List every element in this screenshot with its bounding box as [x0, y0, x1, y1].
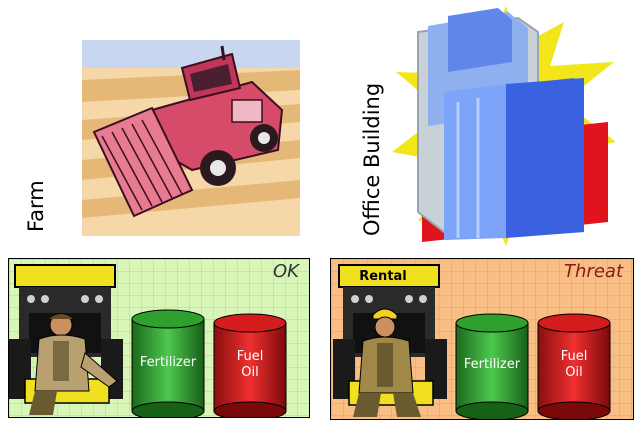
truck-icon [333, 264, 447, 417]
fertilizer-barrel: Fertilizer [131, 309, 205, 417]
fuel-oil-barrel: Fuel Oil [537, 313, 611, 419]
status-ok-label: OK [273, 261, 299, 282]
fuel-oil-label-line1: Fuel [236, 349, 264, 364]
fertilizer-label: Fertilizer [139, 355, 197, 370]
fuel-oil-label-line1: Fuel [560, 349, 588, 364]
fuel-oil-label-line2: Oil [241, 365, 259, 380]
worker-icon [353, 308, 421, 417]
status-threat-label: Threat [564, 261, 623, 282]
combine-harvester-icon [82, 40, 300, 236]
truck-icon [9, 264, 123, 415]
fertilizer-barrel: Fertilizer [455, 313, 529, 419]
office-supply-panel: Threat Rental [330, 258, 634, 420]
fuel-oil-barrel: Fuel Oil [213, 313, 287, 417]
farmer-icon [29, 313, 118, 415]
rental-sign: Rental [359, 269, 407, 284]
office-building-label: Office Building [360, 82, 384, 236]
farm-label: Farm [24, 180, 48, 232]
fuel-oil-label-line2: Oil [565, 365, 583, 380]
fertilizer-label: Fertilizer [463, 357, 521, 372]
farm-supply-panel: OK Fe [8, 258, 310, 418]
office-building-icon [388, 2, 624, 248]
